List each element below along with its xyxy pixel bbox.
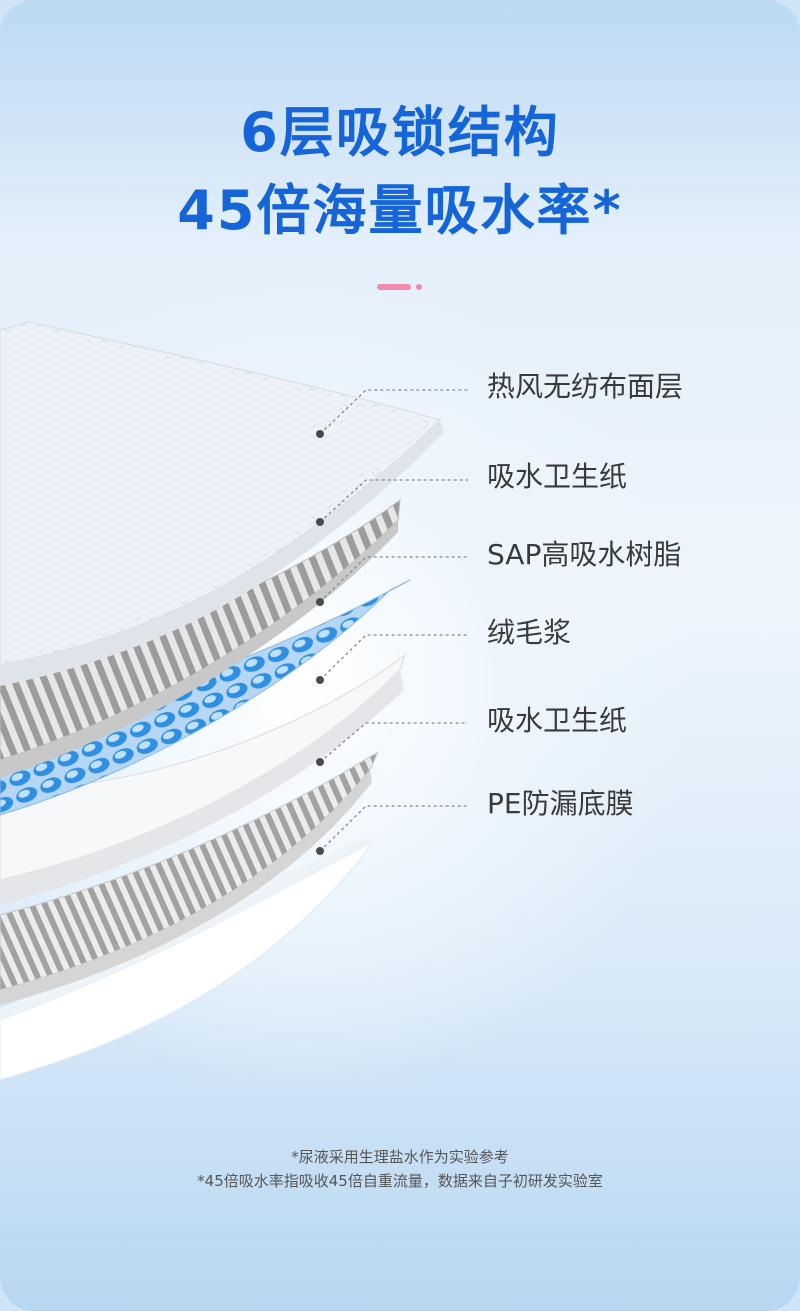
layer-label-4: 绒毛浆 (487, 616, 572, 649)
page-title-line2: 45倍海量吸水率* (177, 179, 623, 242)
layer-tissue-bottom (0, 750, 380, 991)
layer-label-3: SAP高吸水树脂 (487, 538, 682, 571)
page-title-line1: 6层吸锁结构 (240, 101, 560, 164)
leader-lines (319, 389, 468, 852)
layer-label-1: 热风无纺布面层 (487, 370, 684, 403)
footnote-1: *尿液采用生理盐水作为实验参考 (291, 1148, 509, 1166)
layer-label-6: PE防漏底膜 (487, 787, 634, 820)
layer-label-5: 吸水卫生纸 (487, 704, 628, 737)
divider-dot (416, 284, 422, 290)
leader-dots (316, 430, 324, 855)
divider-bar (377, 284, 411, 290)
footnote-2: *45倍吸水率指吸收45倍自重流量，数据来自子初研发实验室 (197, 1172, 603, 1190)
layer-label-2: 吸水卫生纸 (487, 460, 628, 493)
